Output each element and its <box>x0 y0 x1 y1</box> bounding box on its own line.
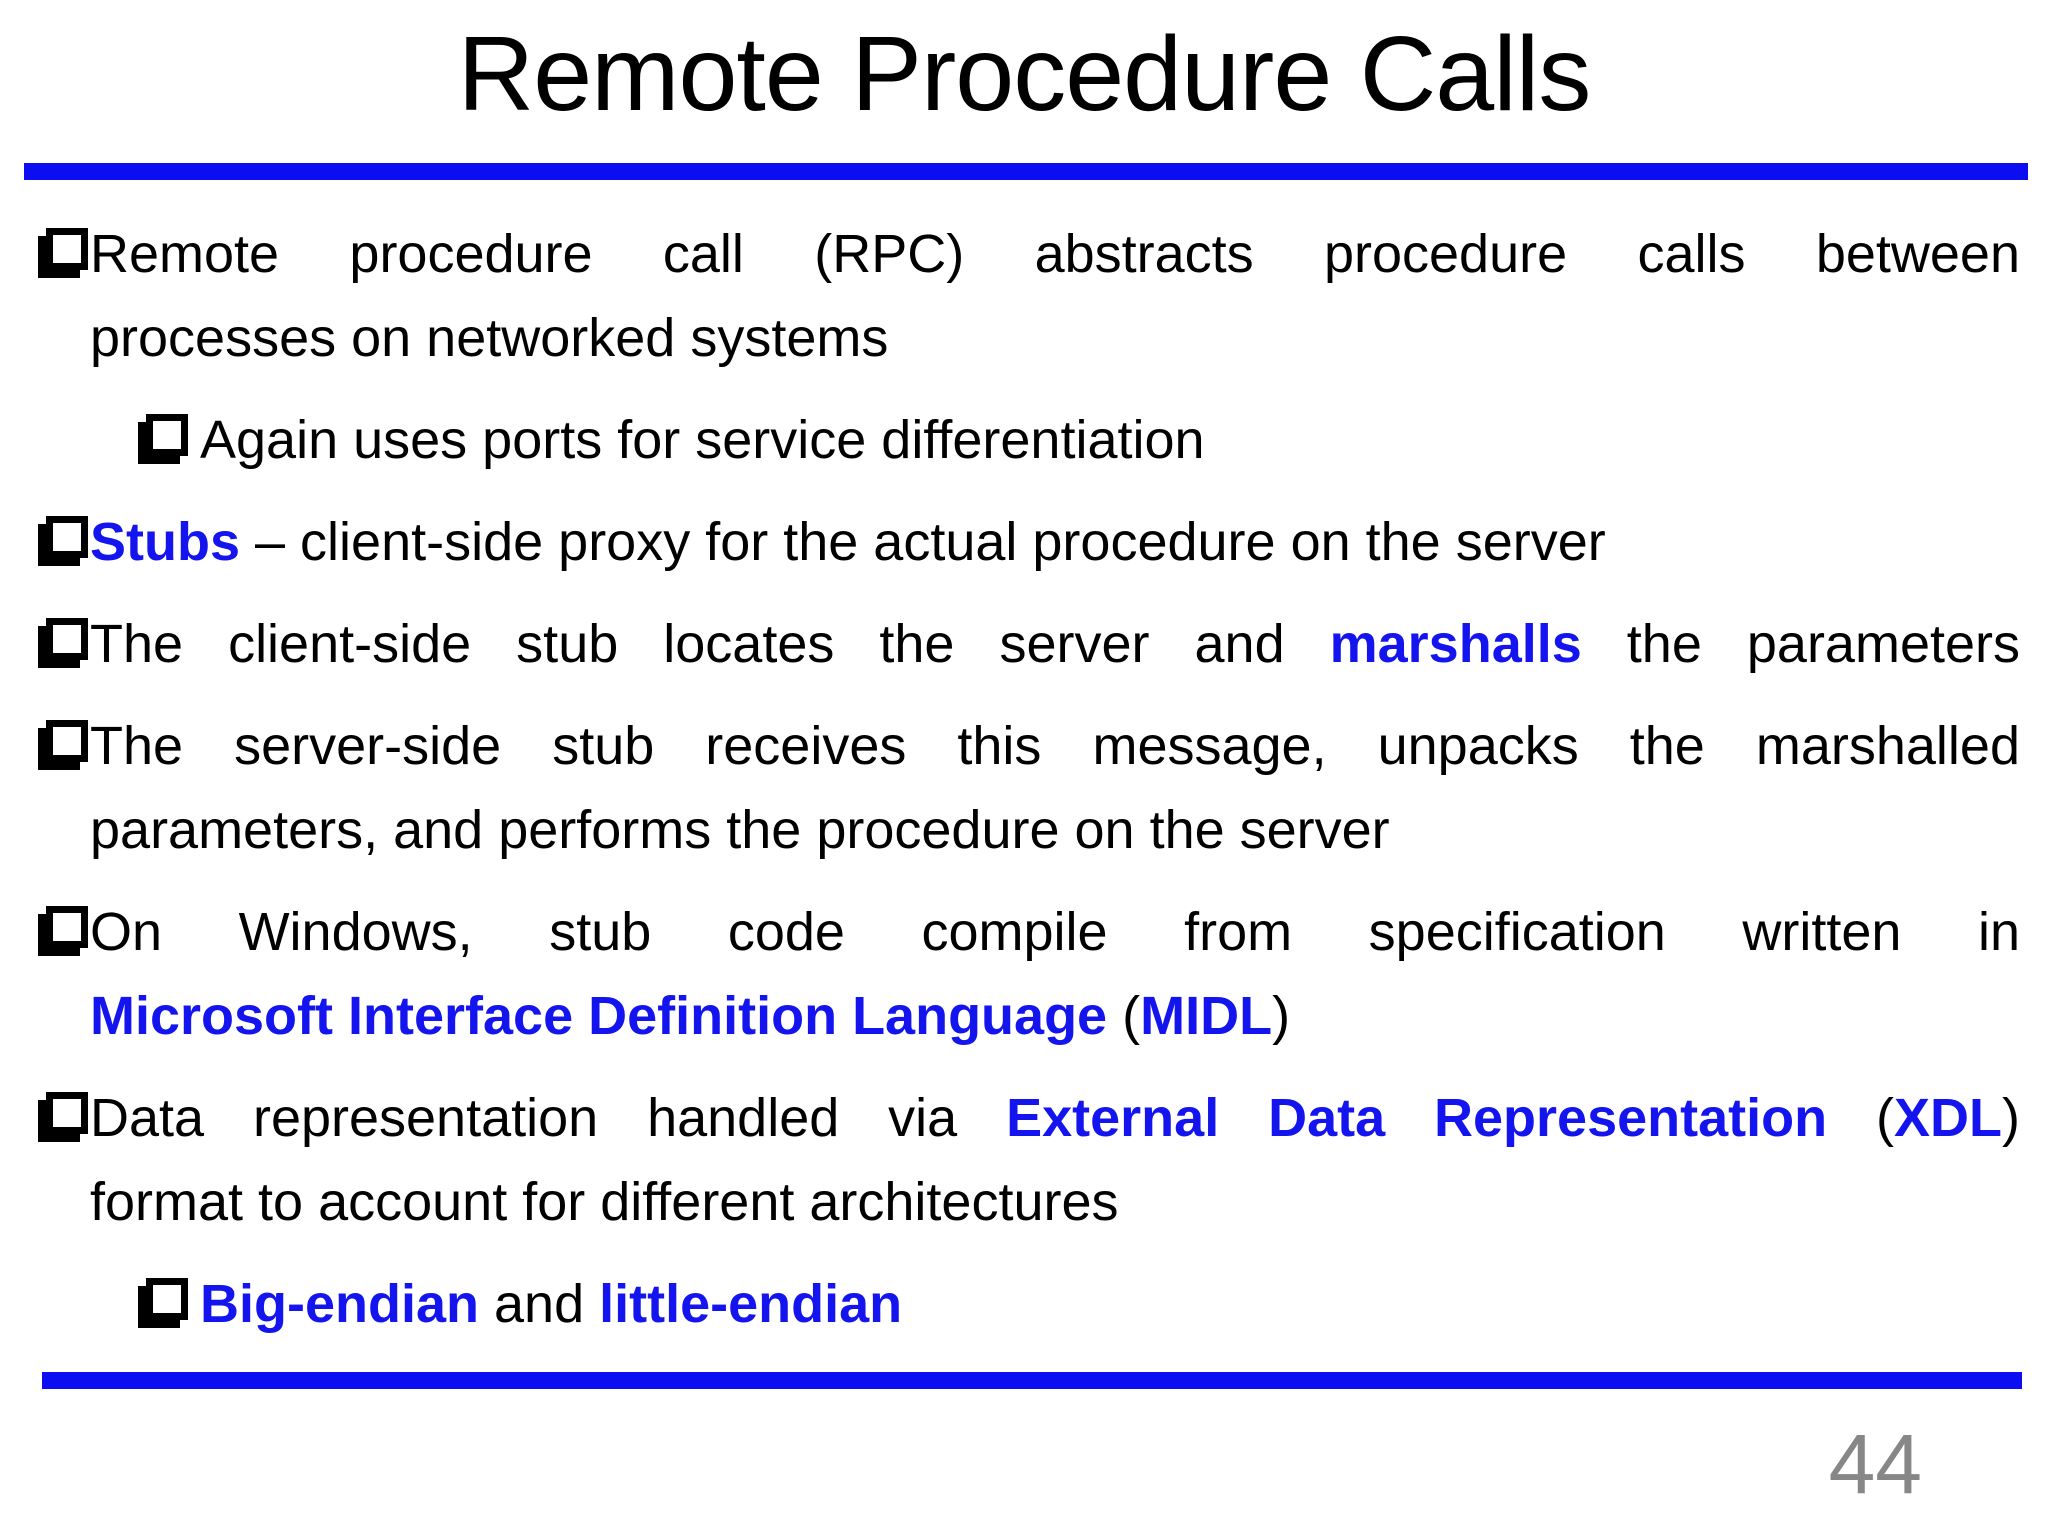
bullet-text: Remote procedure call (RPC) abstracts pr… <box>90 212 2020 380</box>
text-line: format to account for different architec… <box>90 1160 2020 1244</box>
bullet-text: The server-side stub receives this messa… <box>90 704 2020 872</box>
bullet-server-stub: The server-side stub receives this messa… <box>38 704 2020 872</box>
text-run: – client-side proxy for the actual proce… <box>240 512 1606 572</box>
text-line: Again uses ports for service differentia… <box>200 398 2020 482</box>
text-run: Remote procedure call (RPC) abstracts pr… <box>90 224 2020 284</box>
shadowed-square-glyph <box>146 1278 188 1320</box>
shadowed-square-bullet-icon <box>38 212 90 380</box>
text-line: Microsoft Interface Definition Language … <box>90 974 2020 1058</box>
bullet-midl: On Windows, stub code compile from speci… <box>38 890 2020 1058</box>
accent-text-run: XDL <box>1894 1088 2003 1148</box>
accent-text-run: little-endian <box>599 1274 903 1334</box>
bullet-text: Stubs – client-side proxy for the actual… <box>90 500 2020 584</box>
bullet-client-stub: The client-side stub locates the server … <box>38 602 2020 686</box>
text-run: and <box>479 1274 600 1334</box>
bullet-rpc-abstracts: Remote procedure call (RPC) abstracts pr… <box>38 212 2020 380</box>
accent-text-run: Big-endian <box>200 1274 479 1334</box>
footer-rule <box>42 1372 2022 1389</box>
text-run: The server-side stub receives this messa… <box>90 716 2020 776</box>
text-run: Data representation handled via <box>90 1088 1007 1148</box>
sub-bullet-endian: Big-endian and little-endian <box>144 1262 2020 1346</box>
text-line: Big-endian and little-endian <box>200 1262 2020 1346</box>
bullet-text: On Windows, stub code compile from speci… <box>90 890 2020 1058</box>
text-run: processes on networked systems <box>90 308 889 368</box>
bullet-xdl: Data representation handled via External… <box>38 1076 2020 1244</box>
shadowed-square-glyph <box>46 516 88 558</box>
shadowed-square-glyph <box>46 906 88 948</box>
text-line: On Windows, stub code compile from speci… <box>90 890 2020 974</box>
text-run: ) <box>2002 1088 2020 1148</box>
shadowed-square-bullet-icon <box>38 1076 90 1244</box>
text-run: On Windows, stub code compile from speci… <box>90 902 2020 962</box>
text-line: The client-side stub locates the server … <box>90 602 2020 686</box>
slide-title: Remote Procedure Calls <box>457 15 1592 133</box>
text-run: parameters, and performs the procedure o… <box>90 800 1390 860</box>
text-run: ) <box>1272 986 1291 1046</box>
title-divider-rule <box>24 163 2028 180</box>
bullet-text: Again uses ports for service differentia… <box>200 398 2020 482</box>
sub-bullet-ports: Again uses ports for service differentia… <box>144 398 2020 482</box>
shadowed-square-bullet-icon <box>38 602 90 686</box>
accent-text-run: Stubs <box>90 512 241 572</box>
shadowed-square-bullet-icon <box>38 890 90 1058</box>
page-number: 44 <box>1828 1417 1922 1511</box>
bullet-stubs: Stubs – client-side proxy for the actual… <box>38 500 2020 584</box>
shadowed-square-bullet-icon <box>38 500 90 584</box>
shadowed-square-bullet-icon <box>144 398 200 482</box>
text-line: parameters, and performs the procedure o… <box>90 788 2020 872</box>
accent-text-run: MIDL <box>1140 986 1273 1046</box>
bullet-text: Big-endian and little-endian <box>200 1262 2020 1346</box>
bullet-text: Data representation handled via External… <box>90 1076 2020 1244</box>
text-run: format to account for different architec… <box>90 1172 1119 1232</box>
text-run: ( <box>1827 1088 1895 1148</box>
text-run: Again uses ports for service differentia… <box>200 410 1205 470</box>
slide-body: Remote procedure call (RPC) abstracts pr… <box>38 212 2020 1364</box>
text-line: Remote procedure call (RPC) abstracts pr… <box>90 212 2020 296</box>
shadowed-square-glyph <box>46 720 88 762</box>
accent-text-run: Microsoft Interface Definition Language <box>90 986 1108 1046</box>
text-line: Stubs – client-side proxy for the actual… <box>90 500 2020 584</box>
accent-text-run: External Data Representation <box>1006 1088 1828 1148</box>
text-line: The server-side stub receives this messa… <box>90 704 2020 788</box>
shadowed-square-glyph <box>46 1092 88 1134</box>
bullet-text: The client-side stub locates the server … <box>90 602 2020 686</box>
text-run: ( <box>1107 986 1141 1046</box>
text-line: processes on networked systems <box>90 296 2020 380</box>
text-run: The client-side stub locates the server … <box>90 614 1330 674</box>
shadowed-square-glyph <box>146 414 188 456</box>
shadowed-square-bullet-icon <box>144 1262 200 1346</box>
shadowed-square-glyph <box>46 228 88 270</box>
text-line: Data representation handled via External… <box>90 1076 2020 1160</box>
shadowed-square-bullet-icon <box>38 704 90 872</box>
text-run: the parameters <box>1581 614 2020 674</box>
accent-text-run: marshalls <box>1329 614 1582 674</box>
shadowed-square-glyph <box>46 618 88 660</box>
